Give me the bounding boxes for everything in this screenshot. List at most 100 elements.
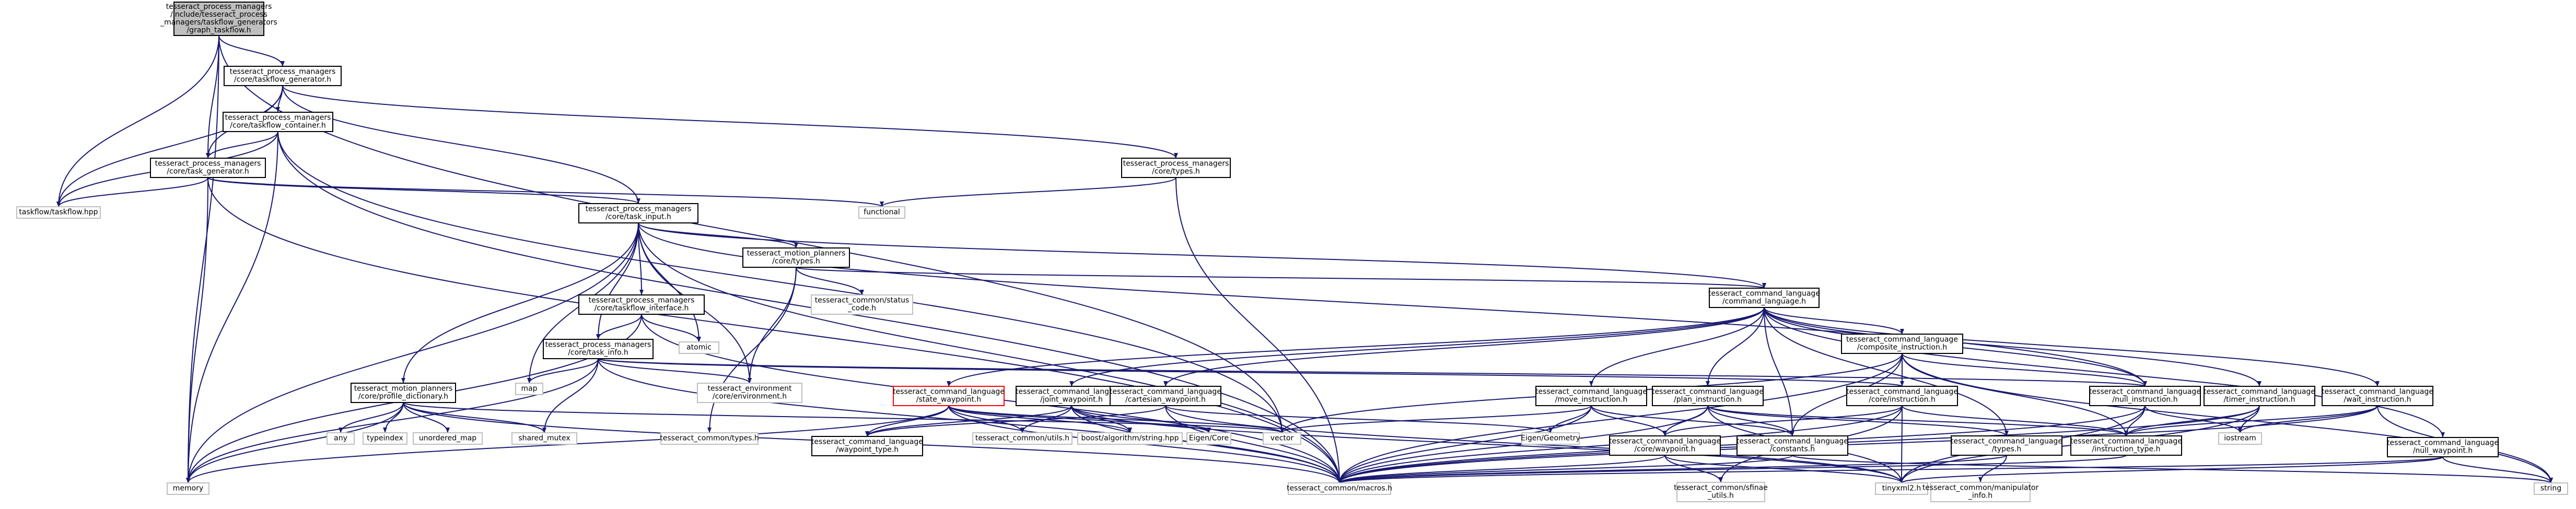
- node-constants[interactable]: tesseract_command_language/constants.h: [1736, 435, 1848, 456]
- node-label-taskflow_gen: /core/taskflow_generator.h: [234, 76, 331, 84]
- node-box-composite: [1841, 334, 1963, 354]
- node-core_waypoint[interactable]: tesseract_command_language/core/waypoint…: [1609, 435, 1721, 456]
- node-label-tf_interface: tesseract_process_managers: [589, 297, 695, 305]
- node-null_instr[interactable]: tesseract_command_language/null_instruct…: [2089, 386, 2201, 406]
- edge-joint_wp-to-eigen_core: [1071, 405, 1211, 433]
- edge-state_wp-to-boost_string: [948, 405, 1132, 433]
- node-label-null_wp: tesseract_command_language: [2387, 439, 2499, 447]
- node-label-joint_wp: /joint_waypoint.h: [1040, 396, 1103, 404]
- node-boost_string: boost/algorithm/string.hpp: [1077, 432, 1183, 445]
- edge-root-to-taskflow_hpp: [56, 35, 219, 207]
- node-cl_types[interactable]: tesseract_command_language/types.h: [1951, 435, 2062, 456]
- edge-core_waypoint-to-tinyxml2: [1664, 455, 1904, 483]
- edge-task_info-to-map: [527, 358, 599, 384]
- edge-joint_wp-to-boost_string: [1071, 405, 1132, 433]
- node-null_wp[interactable]: tesseract_command_language/null_waypoint…: [2387, 437, 2499, 457]
- node-state_wp[interactable]: tesseract_command_language/state_waypoin…: [893, 386, 1005, 406]
- node-label-unordered_map: unordered_map: [419, 434, 476, 443]
- node-waypoint_type[interactable]: tesseract_command_language/waypoint_type…: [811, 436, 923, 456]
- node-box-plan_instr: [1652, 386, 1764, 406]
- node-timer_instr[interactable]: tesseract_command_language/timer_instruc…: [2204, 386, 2315, 406]
- node-label-timer_instr: tesseract_command_language: [2204, 388, 2315, 396]
- node-box-mp_types: [742, 247, 850, 268]
- node-box-move_instr: [1535, 386, 1647, 406]
- edge-cmd_lang-to-constants: [1764, 307, 1794, 436]
- node-taskflow_container[interactable]: tesseract_process_managers/core/taskflow…: [223, 112, 333, 132]
- edge-task_generator-to-functional: [207, 177, 884, 207]
- node-macros: tesseract_common/macros.h: [1287, 482, 1392, 495]
- node-move_instr[interactable]: tesseract_command_language/move_instruct…: [1535, 386, 1647, 406]
- node-label-state_wp: /state_waypoint.h: [916, 396, 982, 404]
- node-tf_interface[interactable]: tesseract_process_managers/core/taskflow…: [578, 294, 705, 315]
- node-root[interactable]: tesseract_process_managers/include/tesse…: [160, 2, 277, 36]
- node-task_input[interactable]: tesseract_process_managers/core/task_inp…: [578, 203, 698, 223]
- node-box-core_waypoint: [1609, 435, 1721, 456]
- node-label-composite: /composite_instruction.h: [1857, 344, 1947, 352]
- node-profile_dict[interactable]: tesseract_motion_planners/core/profile_d…: [351, 383, 456, 403]
- node-label-cart_wp: /cartesian_waypoint.h: [1125, 396, 1206, 404]
- edge-taskflow_container-to-vector: [277, 131, 1284, 433]
- node-box-iostream: [2218, 432, 2262, 445]
- node-label-env: tesseract_environment: [708, 385, 792, 393]
- edge-task_info-to-memory: [186, 358, 599, 483]
- node-taskflow_gen[interactable]: tesseract_process_managers/core/taskflow…: [224, 66, 342, 86]
- edge-constants-to-string: [1792, 455, 2553, 483]
- node-box-profile_dict: [351, 383, 456, 403]
- node-core_instr[interactable]: tesseract_command_language/core/instruct…: [1846, 386, 1958, 406]
- node-box-vector: [1263, 432, 1301, 445]
- node-unordered_map: unordered_map: [413, 432, 483, 445]
- edge-taskflow_gen-to-task_input: [282, 85, 640, 204]
- node-joint_wp[interactable]: tesseract_command_language/joint_waypoin…: [1016, 386, 1127, 406]
- node-box-null_wp: [2387, 437, 2499, 457]
- node-label-map: map: [521, 385, 537, 393]
- node-atomic: atomic: [679, 341, 719, 354]
- node-mp_types[interactable]: tesseract_motion_planners/core/types.h: [742, 247, 850, 268]
- node-label-composite: tesseract_command_language: [1846, 336, 1958, 344]
- edge-task_info-to-shared_mutex: [542, 358, 599, 433]
- edge-cmd_lang-to-wait_instr: [1764, 307, 2380, 387]
- node-box-tinyxml2: [1875, 482, 1928, 495]
- node-iostream: iostream: [2218, 432, 2262, 445]
- node-label-instr_type: /instruction_type.h: [2092, 445, 2160, 454]
- edge-taskflow_container-to-memory: [186, 131, 278, 483]
- node-label-waypoint_type: /waypoint_type.h: [836, 446, 899, 454]
- edge-state_wp-to-utils: [948, 405, 1024, 433]
- node-label-taskflow_container: /core/taskflow_container.h: [230, 122, 325, 130]
- edge-task_input-to-null_instr: [638, 222, 2147, 387]
- node-label-boost_string: boost/algorithm/string.hpp: [1081, 434, 1179, 443]
- node-box-manip: [1930, 482, 2031, 502]
- node-plan_instr[interactable]: tesseract_command_language/plan_instruct…: [1652, 386, 1764, 406]
- node-label-root: /include/tesseract_process: [170, 10, 267, 19]
- edge-taskflow_gen-to-taskflow_hpp: [56, 85, 283, 207]
- node-core_types[interactable]: tesseract_process_managers/core/types.h: [1121, 158, 1231, 178]
- node-wait_instr[interactable]: tesseract_command_language/wait_instruct…: [2322, 386, 2433, 406]
- node-label-constants: /constants.h: [1770, 445, 1815, 454]
- node-instr_type[interactable]: tesseract_command_language/instruction_t…: [2070, 435, 2182, 456]
- node-label-status_code: tesseract_common/status: [815, 297, 910, 305]
- node-task_generator[interactable]: tesseract_process_managers/core/task_gen…: [150, 158, 266, 178]
- node-label-taskflow_container: tesseract_process_managers: [225, 114, 331, 122]
- edge-task_input-to-macros: [638, 222, 1342, 483]
- node-composite[interactable]: tesseract_command_language/composite_ins…: [1841, 334, 1963, 354]
- node-utils: tesseract_common/utils.h: [972, 432, 1073, 445]
- node-cart_wp[interactable]: tesseract_command_language/cartesian_way…: [1110, 386, 1221, 406]
- edge-tf_interface-to-task_info: [596, 314, 642, 340]
- edge-core_instr-to-core_waypoint: [1663, 405, 1903, 436]
- edge-cmd_lang-to-null_wp: [1764, 307, 2445, 438]
- node-eigen_geom: Eigen/Geometry: [1521, 432, 1580, 445]
- node-label-timer_instr: /timer_instruction.h: [2223, 396, 2295, 404]
- node-box-constants: [1736, 435, 1848, 456]
- node-label-macros: tesseract_common/macros.h: [1287, 484, 1392, 493]
- edge-cmd_lang-to-move_instr: [1589, 307, 1765, 387]
- node-label-core_waypoint: tesseract_command_language: [1609, 437, 1721, 446]
- node-task_info[interactable]: tesseract_process_managers/core/task_inf…: [543, 339, 654, 359]
- node-taskflow_hpp: taskflow/taskflow.hpp: [16, 206, 101, 219]
- edge-profile_dict-to-memory: [186, 402, 404, 483]
- node-cmd_lang[interactable]: tesseract_command_language/command_langu…: [1708, 288, 1820, 308]
- node-box-waypoint_type: [811, 436, 923, 456]
- node-label-plan_instr: /plan_instruction.h: [1674, 396, 1742, 404]
- node-box-tf_interface: [578, 294, 705, 315]
- node-box-shared_mutex: [511, 432, 577, 445]
- node-label-joint_wp: tesseract_command_language: [1016, 388, 1127, 396]
- node-label-memory: memory: [173, 484, 204, 493]
